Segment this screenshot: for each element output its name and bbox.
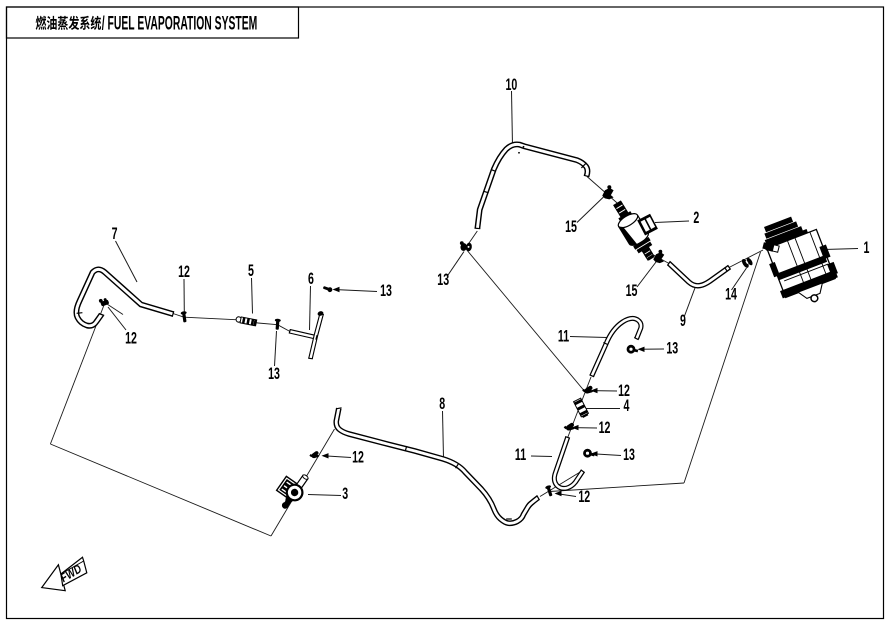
svg-text:13: 13 (380, 281, 392, 300)
svg-text:8: 8 (439, 394, 445, 413)
svg-text:13: 13 (268, 364, 280, 383)
svg-text:12: 12 (125, 328, 137, 347)
svg-text:12: 12 (618, 381, 630, 400)
svg-text:12: 12 (352, 447, 364, 466)
svg-text:5: 5 (248, 261, 254, 280)
svg-text:10: 10 (505, 75, 517, 94)
svg-text:13: 13 (666, 338, 678, 357)
svg-text:7: 7 (112, 224, 118, 243)
svg-text:2: 2 (693, 208, 699, 227)
svg-text:12: 12 (599, 418, 611, 437)
svg-text:/ FUEL EVAPORATION SYSTEM: / FUEL EVAPORATION SYSTEM (102, 14, 257, 35)
svg-text:12: 12 (178, 262, 190, 281)
svg-text:11: 11 (515, 445, 526, 464)
svg-text:13: 13 (623, 445, 635, 464)
svg-text:4: 4 (624, 396, 630, 415)
svg-text:1: 1 (864, 238, 870, 257)
svg-text:12: 12 (578, 487, 590, 506)
svg-text:9: 9 (680, 311, 686, 330)
svg-text:15: 15 (626, 281, 638, 300)
svg-text:14: 14 (725, 284, 737, 303)
svg-text:15: 15 (565, 217, 577, 236)
svg-text:11: 11 (558, 326, 569, 345)
svg-text:6: 6 (308, 269, 314, 288)
svg-text:13: 13 (437, 270, 449, 289)
svg-text:3: 3 (342, 484, 348, 503)
